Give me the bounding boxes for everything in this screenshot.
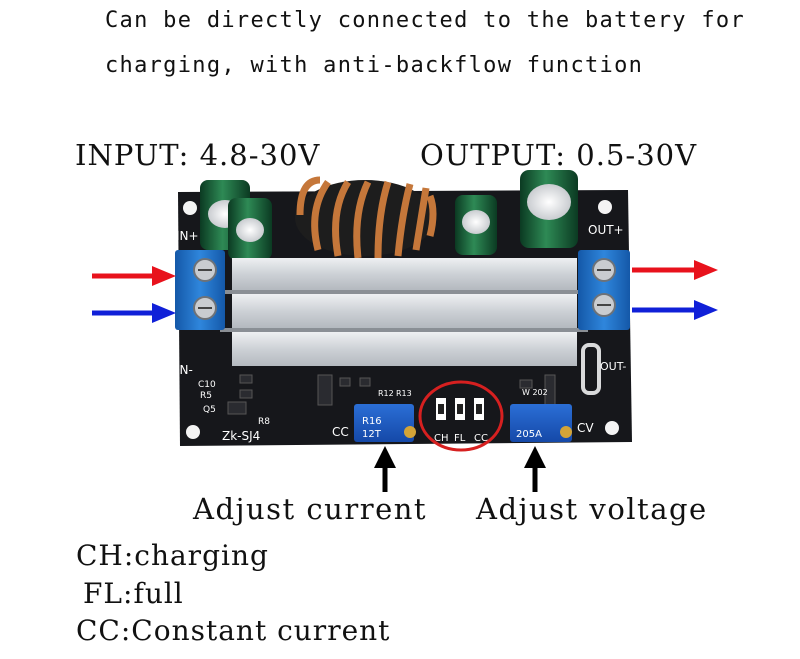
current-potentiometer-icon: R16 12T bbox=[354, 404, 416, 442]
diode-icon bbox=[581, 343, 601, 395]
label-out-neg: OUT- bbox=[600, 360, 626, 373]
label-cc-pot: CC bbox=[332, 425, 349, 439]
mount-hole-icon bbox=[183, 201, 197, 215]
legend-item-fl: FL:full bbox=[83, 577, 184, 610]
board-model-label: Zk-SJ4 bbox=[222, 429, 260, 443]
voltage-potentiometer-icon: 205A bbox=[510, 404, 572, 442]
adjust-voltage-arrow-icon bbox=[524, 446, 546, 492]
pot-marking-12t: R16 bbox=[362, 416, 382, 427]
label-r13: R13 bbox=[396, 389, 412, 398]
input-voltage-label: INPUT: 4.8-30V bbox=[75, 138, 321, 172]
legend-item-ch: CH:charging bbox=[76, 539, 269, 572]
adjust-current-label: Adjust current bbox=[193, 492, 428, 526]
output-positive-arrow-icon bbox=[632, 260, 718, 280]
adjust-current-arrow-icon bbox=[374, 446, 396, 492]
heading-line-2: charging, with anti-backflow function bbox=[105, 53, 644, 78]
label-c10: C10 bbox=[198, 380, 216, 390]
capacitor-right-2-icon bbox=[520, 170, 578, 248]
label-r8: R8 bbox=[258, 417, 270, 427]
label-cv-pot: CV bbox=[577, 421, 594, 435]
output-voltage-label: OUTPUT: 0.5-30V bbox=[420, 138, 698, 172]
output-negative-arrow-icon bbox=[632, 300, 718, 320]
capacitor-right-1-icon bbox=[455, 195, 497, 255]
label-r16: W 202 bbox=[522, 388, 548, 397]
input-terminal-block bbox=[175, 250, 225, 330]
mount-hole-icon bbox=[186, 425, 200, 439]
led-label-cc: CC bbox=[474, 433, 488, 444]
heatsink bbox=[220, 258, 588, 366]
adjust-voltage-label: Adjust voltage bbox=[476, 492, 708, 526]
label-r5: R5 bbox=[200, 391, 212, 401]
capacitor-left-2-icon bbox=[228, 198, 272, 260]
label-in-pos: IN+ bbox=[176, 229, 199, 243]
output-terminal-block bbox=[578, 250, 630, 330]
mount-hole-icon bbox=[598, 200, 612, 214]
heading-line-1: Can be directly connected to the battery… bbox=[105, 8, 745, 33]
label-r12: R12 bbox=[378, 389, 394, 398]
mount-hole-icon bbox=[605, 421, 619, 435]
label-out-pos: OUT+ bbox=[588, 223, 624, 237]
input-positive-arrow-icon bbox=[92, 266, 176, 286]
led-label-ch: CH bbox=[434, 433, 449, 444]
led-highlight-circle bbox=[418, 380, 504, 452]
status-leds bbox=[436, 398, 484, 420]
label-in-neg: IN- bbox=[176, 363, 193, 377]
label-q5: Q5 bbox=[203, 405, 216, 415]
input-negative-arrow-icon bbox=[92, 303, 176, 323]
pot-marking-w202: 12T bbox=[362, 429, 382, 440]
legend-item-cc: CC:Constant current bbox=[76, 614, 391, 647]
led-label-fl: FL bbox=[454, 433, 466, 444]
inductor-coil-icon bbox=[295, 176, 437, 259]
pot-marking-205a: 205A bbox=[516, 429, 542, 440]
